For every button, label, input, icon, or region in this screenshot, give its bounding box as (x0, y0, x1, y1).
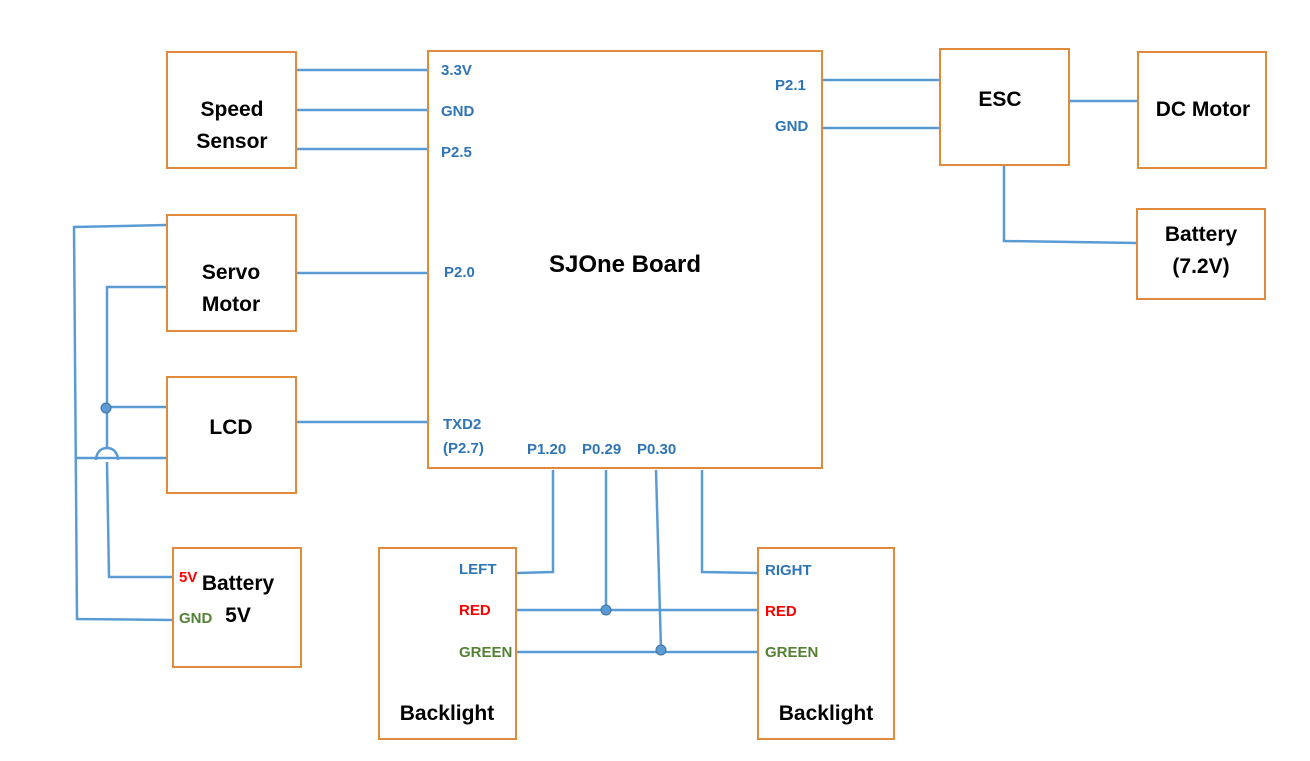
backlight-right-pin-red: RED (765, 603, 797, 620)
sjone-board-box (427, 50, 823, 469)
backlight-right-pin-green: GREEN (765, 644, 818, 661)
backlight-left-box (378, 547, 517, 740)
wire-5v-bus-lower (105, 461, 173, 579)
backlight-right-label: Backlight (779, 702, 874, 725)
battery-5v-box (172, 547, 302, 668)
battery-72v-label-line1: Battery (1165, 223, 1238, 246)
dc-motor-label: DC Motor (1156, 98, 1250, 121)
battery-5v-pin-5v: 5V (179, 569, 197, 586)
battery-5v-pin-gnd: GND (179, 610, 213, 627)
servo-motor-label-line2: Motor (202, 293, 260, 316)
pin-gnd-right: GND (775, 118, 809, 135)
pin-txd2: TXD2 (443, 416, 481, 433)
wire-5v-bus (105, 285, 166, 448)
esc-box (939, 48, 1070, 166)
servo-motor-box (166, 214, 297, 332)
pin-p27: (P2.7) (443, 440, 484, 457)
pin-p029: P0.29 (582, 441, 621, 458)
speed-sensor-label-line2: Sensor (196, 130, 267, 153)
backlight-left-pin-red: RED (459, 602, 491, 619)
battery-5v-label-line2: 5V (225, 604, 251, 627)
pin-gnd-left: GND (441, 103, 475, 120)
backlight-left-pin-green: GREEN (459, 644, 512, 661)
backlight-left-label: Backlight (400, 702, 495, 725)
sjone-board-title: SJOne Board (549, 251, 701, 278)
battery-72v-box (1136, 208, 1266, 300)
lcd-box (166, 376, 297, 494)
backlight-right-pin-right: RIGHT (765, 562, 812, 579)
dc-motor-box (1137, 51, 1267, 169)
wires (72, 68, 1138, 654)
pin-p20: P2.0 (444, 264, 475, 281)
junction-lcd-5v (100, 402, 112, 414)
wire-right-pin (700, 470, 759, 575)
junction-red (600, 604, 612, 616)
pin-p030: P0.30 (637, 441, 676, 458)
wire-gnd-bus (72, 223, 174, 622)
pin-p120: P1.20 (527, 441, 566, 458)
backlight-right-box (757, 547, 895, 740)
backlight-left-pin-left: LEFT (459, 561, 497, 578)
battery-5v-label-line1: Battery (202, 572, 275, 595)
speed-sensor-label-line1: Speed (200, 98, 263, 121)
esc-label: ESC (978, 88, 1021, 111)
battery-72v-label-line2: (7.2V) (1172, 255, 1229, 278)
wire-p120-left (516, 470, 555, 575)
wire-esc-battery (1002, 166, 1138, 245)
pin-3v3: 3.3V (441, 62, 472, 79)
pin-p21: P2.1 (775, 77, 806, 94)
pin-p25: P2.5 (441, 144, 472, 161)
lcd-label: LCD (209, 416, 252, 439)
servo-motor-label-line1: Servo (202, 261, 260, 284)
speed-sensor-box (166, 51, 297, 169)
wire-p030 (654, 469, 663, 651)
junction-green (655, 644, 667, 656)
